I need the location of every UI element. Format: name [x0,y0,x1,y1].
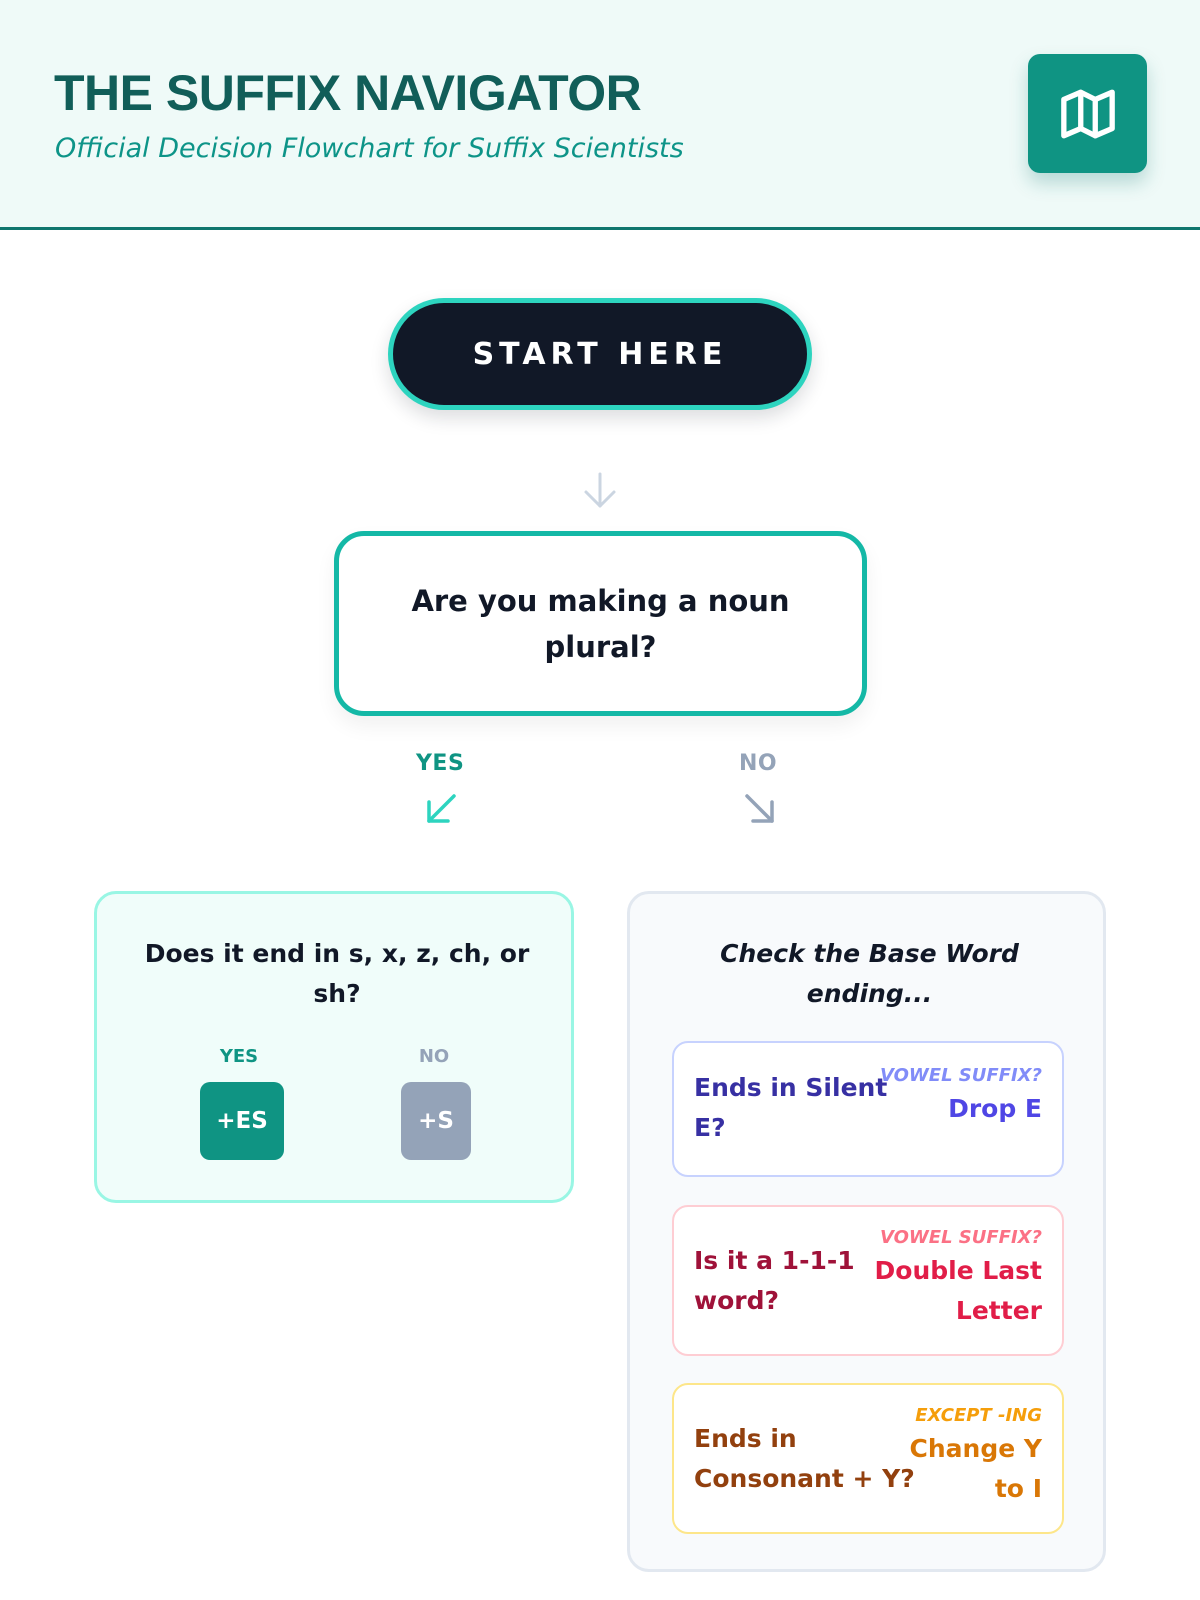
rule-condition: Ends in Silent E? [694,1073,888,1142]
header: THE SUFFIX NAVIGATOR Official Decision F… [0,0,1200,230]
rule-consonant-y: Ends in Consonant + Y? EXCEPT -ING Chang… [672,1383,1064,1534]
rule-hint: EXCEPT -ING [915,1405,1042,1426]
rule-hint: VOWEL SUFFIX? [880,1065,1042,1086]
rule-hint: VOWEL SUFFIX? [880,1227,1042,1248]
rule-action: Change Y to I [909,1434,1042,1503]
sub-yes-label: YES [219,1046,259,1067]
page-subtitle: Official Decision Flowchart for Suffix S… [55,133,684,164]
result-es-badge: +ES [200,1082,284,1160]
rule-silent-e: Ends in Silent E? VOWEL SUFFIX? Drop E [672,1041,1064,1177]
branch-yes-label: YES [416,751,465,776]
arrow-down-right-icon [745,794,774,823]
plural-branch-card: Does it end in s, x, z, ch, or sh? YES N… [94,891,574,1203]
page-title: THE SUFFIX NAVIGATOR [54,65,642,121]
question-base-word-ending: Check the Base Word ending... [720,939,1019,1008]
rule-action: Double Last Letter [874,1256,1042,1325]
map-icon [1060,89,1115,138]
rule-condition: Is it a 1-1-1 word? [694,1246,855,1315]
question-ending-sibilant: Does it end in s, x, z, ch, or sh? [144,939,530,1008]
rule-1-1-1: Is it a 1-1-1 word? VOWEL SUFFIX? Double… [672,1205,1064,1356]
branch-no-label: NO [739,751,778,776]
arrow-down-left-icon [427,794,456,823]
arrow-down-icon [584,472,616,508]
map-button[interactable] [1028,54,1147,173]
rule-condition: Ends in Consonant + Y? [694,1424,915,1493]
sub-no-label: NO [418,1046,450,1067]
result-s-badge: +S [401,1082,471,1160]
base-word-branch-card: Check the Base Word ending... Ends in Si… [627,891,1106,1572]
start-here-button[interactable]: START HERE [388,298,812,410]
rule-action: Drop E [948,1094,1042,1123]
question-noun-plural: Are you making a noun plural? [334,531,867,716]
